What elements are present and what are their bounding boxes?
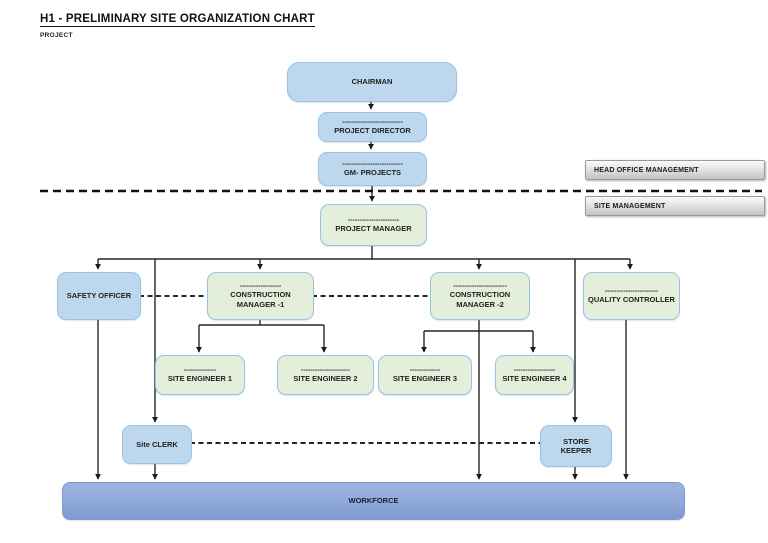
node-label: GM- PROJECTS: [343, 167, 402, 177]
zone-label-text: SITE MANAGEMENT: [594, 202, 666, 210]
dash-rule: -----------------------: [453, 283, 507, 291]
page-subtitle: PROJECT: [40, 32, 73, 39]
node-store-keeper: STORE KEEPER: [540, 425, 612, 467]
node-workforce: WORKFORCE: [62, 482, 685, 520]
node-chairman: CHAIRMAN: [287, 62, 457, 102]
node-site-clerk: Site CLERK: [122, 425, 192, 464]
node-label: CONSTRUCTION MANAGER -2: [449, 290, 511, 309]
node-label: SITE ENGINEER 1: [167, 373, 233, 383]
node-gm-projects: -------------------------- GM- PROJECTS: [318, 152, 427, 186]
node-label: Site CLERK: [136, 439, 178, 449]
node-project-director: -------------------------- PROJECT DIREC…: [318, 112, 427, 142]
dash-rule: --------------------------: [342, 160, 403, 168]
node-label: SITE ENGINEER 4: [502, 373, 567, 383]
dash-rule: --------------------------: [342, 118, 403, 126]
node-label: PROJECT MANAGER: [335, 223, 412, 233]
dash-rule: ------------------: [239, 283, 282, 291]
dash-rule: ------------------: [513, 366, 556, 374]
node-project-manager: ---------------------- PROJECT MANAGER: [320, 204, 427, 246]
node-label: WORKFORCE: [348, 496, 399, 506]
dash-rule: --------------: [183, 366, 217, 374]
node-site-engineer-1: -------------- SITE ENGINEER 1: [155, 355, 245, 395]
node-label: CONSTRUCTION MANAGER -1: [230, 290, 291, 309]
zone-label-head-office: HEAD OFFICE MANAGEMENT: [585, 160, 765, 180]
dash-rule: ---------------------: [301, 366, 350, 374]
node-construction-manager-1: ------------------ CONSTRUCTION MANAGER …: [207, 272, 314, 320]
node-quality-controller: ----------------------- QUALITY CONTROLL…: [583, 272, 680, 320]
node-construction-manager-2: ----------------------- CONSTRUCTION MAN…: [430, 272, 530, 320]
node-label: CHAIRMAN: [351, 77, 393, 87]
dash-rule: -------------: [409, 366, 441, 374]
node-label: PROJECT DIRECTOR: [334, 125, 411, 135]
zone-label-text: HEAD OFFICE MANAGEMENT: [594, 166, 699, 174]
page-title: H1 - PRELIMINARY SITE ORGANIZATION CHART: [40, 13, 315, 27]
zone-label-site-management: SITE MANAGEMENT: [585, 196, 765, 216]
dash-rule: ----------------------: [347, 216, 400, 224]
node-site-engineer-4: ------------------ SITE ENGINEER 4: [495, 355, 574, 395]
node-label: SAFETY OFFICER: [66, 291, 132, 301]
node-site-engineer-2: --------------------- SITE ENGINEER 2: [277, 355, 374, 395]
node-label: QUALITY CONTROLLER: [588, 294, 675, 304]
node-label: SITE ENGINEER 3: [392, 373, 458, 383]
node-site-engineer-3: ------------- SITE ENGINEER 3: [378, 355, 472, 395]
node-label: SITE ENGINEER 2: [293, 373, 358, 383]
node-label: STORE KEEPER: [560, 436, 592, 455]
dash-rule: -----------------------: [604, 287, 659, 295]
node-safety-officer: SAFETY OFFICER: [57, 272, 141, 320]
